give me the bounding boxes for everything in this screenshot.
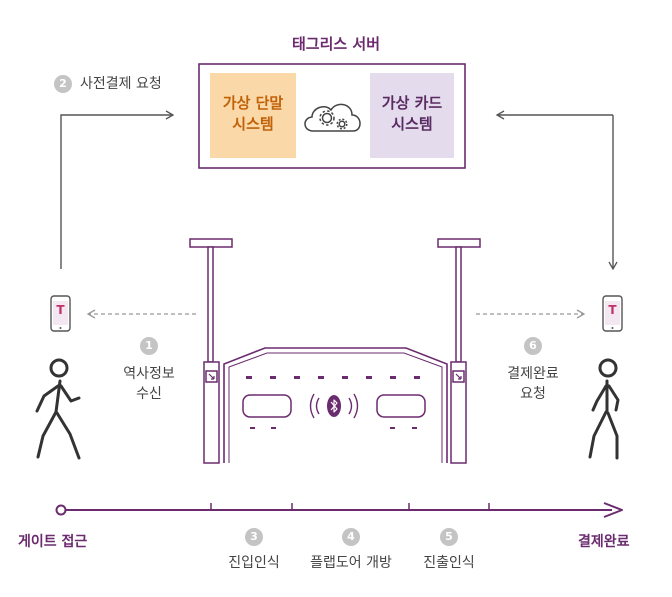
step-2-label: 사전결제 요청: [80, 76, 162, 92]
sensor-icon: [455, 373, 462, 380]
sensor-icon: [208, 373, 215, 380]
phone-logo: T: [608, 303, 617, 317]
step-6-label: 결제완료 요청: [507, 366, 559, 402]
person-walking-icon: [35, 358, 81, 460]
step-4-badge: 4: [342, 528, 360, 546]
gate-body-inner: [228, 352, 443, 463]
virtual-terminal-box: [210, 73, 296, 158]
person-walking-icon: [588, 358, 620, 460]
step-3-badge: 3: [245, 528, 263, 546]
panel-marks: [250, 427, 417, 429]
phone-icon: [602, 295, 623, 332]
exit-panel: [376, 394, 426, 418]
step-6-badge: 6: [524, 337, 542, 355]
phone-logo: T: [56, 303, 65, 317]
virtual-card-box: [370, 73, 454, 158]
step-3-label: 진입인식: [228, 555, 280, 571]
step-4-label: 플랩도어 개방: [310, 555, 392, 571]
bluetooth-icon: [309, 393, 359, 419]
step-1-label: 역사정보 수신: [123, 366, 175, 402]
cloud-gear-icon: [304, 103, 361, 132]
timeline: [55, 502, 623, 518]
payment-complete-label: 결제완료: [578, 534, 630, 550]
prepayment-request-arrow: [60, 110, 175, 269]
server-title: 태그리스 서버: [291, 35, 381, 53]
right-gate-pole: [437, 238, 481, 464]
virtual-card-label: 가상 카드 시스템: [381, 94, 443, 133]
virtual-terminal-label: 가상 단말 시스템: [222, 94, 284, 133]
step-2-badge: 2: [54, 75, 72, 93]
gate-indicator-lights: [246, 376, 420, 379]
phone-icon: [50, 295, 71, 332]
entry-panel: [242, 394, 292, 418]
step-5-badge: 5: [440, 528, 458, 546]
gate-approach-label: 게이트 접근: [18, 534, 88, 550]
step-5-label: 진출인식: [423, 555, 475, 571]
step-1-badge: 1: [140, 337, 158, 355]
